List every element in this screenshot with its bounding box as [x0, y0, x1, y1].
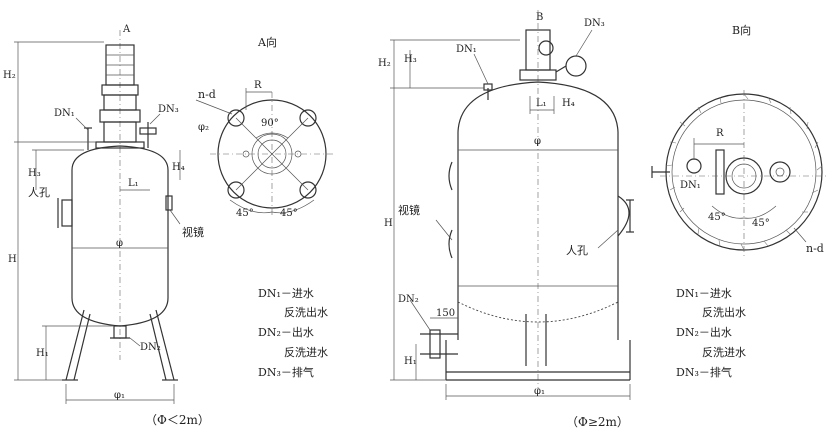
legend-line5: DN₃－排气: [258, 365, 314, 379]
legend2-line4: 反洗进水: [702, 346, 746, 359]
label-H4-large: H₄: [562, 98, 575, 109]
legend2-line2: 反洗出水: [702, 305, 746, 319]
legend-line2: 反洗出水: [284, 305, 328, 319]
view-a-45b: 45°: [280, 208, 298, 219]
small-vessel: A H₂ DN₁ DN₃ H₃ H₄ L₁ 人孔 φ 视镜 H H₁ DN₂ φ…: [3, 24, 210, 427]
view-b-45b: 45°: [752, 218, 770, 229]
view-b-45a: 45°: [708, 212, 726, 223]
view-a: A向 n-d R φ₂ 90° 45° 45°: [195, 35, 334, 219]
view-b-nd: n-d: [806, 242, 824, 255]
view-a-phi2: φ₂: [198, 122, 209, 133]
label-150: 150: [436, 308, 455, 319]
view-a-90: 90°: [261, 118, 279, 129]
label-H2: H₂: [3, 70, 16, 81]
view-b-DN1: DN₁: [680, 180, 701, 191]
label-phi-large: φ: [534, 136, 541, 147]
view-a-R: R: [254, 80, 262, 91]
label-H4: H₄: [172, 162, 185, 173]
label-H1-large: H₁: [404, 356, 417, 367]
view-a-nd: n-d: [198, 88, 216, 101]
label-DN1-large: DN₁: [456, 44, 477, 55]
large-vessel-caption: （Φ≥2m）: [566, 415, 629, 429]
view-a-45a: 45°: [236, 208, 254, 219]
legend-line3: DN₂－出水: [258, 325, 314, 339]
legend-line4: 反洗进水: [284, 346, 328, 359]
label-H3: H₃: [28, 168, 41, 179]
small-vessel-caption: （Φ＜2m）: [145, 413, 210, 427]
legend2-line5: DN₃－排气: [676, 365, 732, 379]
label-DN3-large: DN₃: [584, 18, 605, 29]
label-phi1-large: φ₁: [534, 386, 545, 397]
legend-left: DN₁－进水 反洗出水 DN₂－出水 反洗进水 DN₃－排气: [258, 287, 328, 379]
label-phi1: φ₁: [114, 390, 125, 401]
view-b-title: B向: [732, 23, 751, 37]
view-b: B向: [651, 23, 828, 256]
label-sight-glass-large: 视镜: [398, 203, 420, 217]
label-L1-large: L₁: [536, 98, 547, 109]
view-a-title: A向: [257, 35, 277, 49]
label-H-large: H: [384, 218, 393, 229]
legend2-line1: DN₁－进水: [676, 287, 732, 300]
label-phi: φ: [116, 238, 123, 249]
label-A: A: [122, 24, 131, 35]
label-L1: L₁: [128, 178, 139, 189]
label-DN2: DN₂: [140, 342, 161, 353]
legend-line1: DN₁－进水: [258, 287, 314, 300]
label-manhole-large: 人孔: [566, 244, 588, 257]
label-DN2-large: DN₂: [398, 294, 419, 305]
label-DN1: DN₁: [54, 108, 75, 119]
label-H2-large: H₂: [378, 58, 391, 69]
label-H: H: [8, 254, 17, 265]
view-b-R: R: [716, 128, 724, 139]
label-sight-glass: 视镜: [182, 225, 204, 239]
label-manhole: 人孔: [28, 186, 50, 199]
legend2-line3: DN₂－出水: [676, 325, 732, 339]
large-vessel: B DN₃ H₂ H₃ DN₁ H₄ L₁ φ 视镜 H 人孔 DN₂ 150 …: [378, 10, 634, 429]
label-H1: H₁: [36, 348, 49, 359]
legend-right: DN₁－进水 反洗出水 DN₂－出水 反洗进水 DN₃－排气: [676, 287, 746, 379]
label-DN3: DN₃: [158, 104, 179, 115]
label-H3-large: H₃: [404, 54, 417, 65]
label-B: B: [536, 12, 543, 23]
